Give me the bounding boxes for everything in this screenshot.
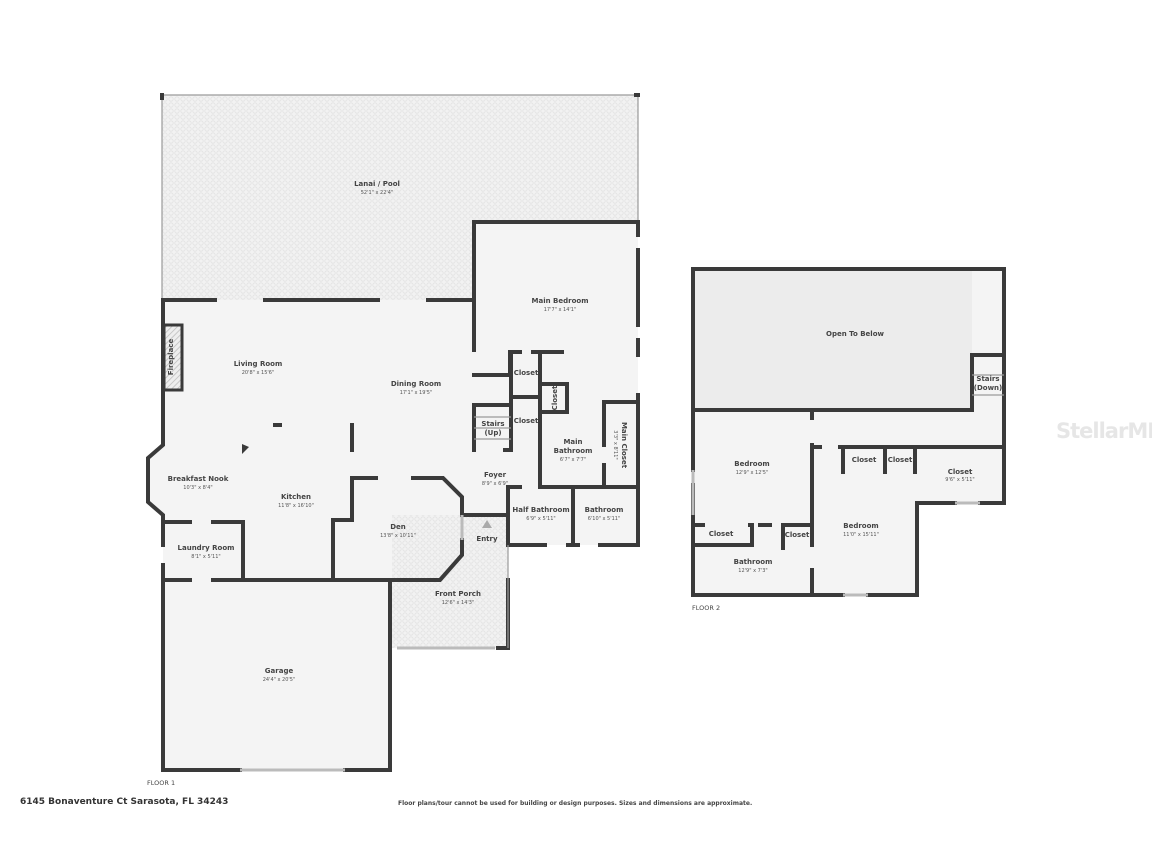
room-dims: 52'1" x 22'4" [361, 190, 394, 196]
room-dims: 17'1" x 19'5" [400, 390, 433, 396]
room-name: Closet [888, 456, 913, 464]
room-dims: 12'6" x 14'3" [442, 600, 475, 606]
room-name: Front Porch [435, 590, 481, 598]
room-name: Bedroom [734, 460, 769, 468]
room-dims: 6'10" x 5'11" [588, 516, 621, 522]
room-name: Closet [514, 417, 539, 425]
room-name: Main Bedroom [532, 297, 589, 305]
room-name: Fireplace [167, 339, 175, 376]
room-dims: 24'4" x 20'5" [263, 677, 296, 683]
room-name: Open To Below [826, 330, 885, 338]
entry-arrow-icon [482, 520, 492, 528]
room-dims: 12'9" x 7'3" [738, 568, 767, 574]
room-name: Garage [265, 667, 294, 675]
room-dims: 8'9" x 6'9" [482, 481, 508, 487]
column-marker [242, 444, 249, 454]
room-name: Breakfast Nook [168, 475, 229, 483]
room-name: Living Room [234, 360, 283, 368]
room-name: Dining Room [391, 380, 441, 388]
room-name: Bedroom [843, 522, 878, 530]
room-name: Foyer [484, 471, 507, 479]
room-name: Bathroom [585, 506, 624, 514]
property-address: 6145 Bonaventure Ct Sarasota, FL 34243 [20, 797, 229, 807]
room-name: Bathroom [734, 558, 773, 566]
floor-1-interior [148, 222, 638, 580]
room-name: Main [563, 438, 582, 446]
room-name: Closet [514, 369, 539, 377]
room-name: Closet [551, 385, 559, 410]
room-sub: (Up) [484, 429, 501, 437]
room-name: Closet [785, 531, 810, 539]
room-dims: 17'7" x 14'1" [544, 307, 577, 313]
room-name: Den [390, 523, 406, 531]
room-name: Lanai / Pool [354, 180, 400, 188]
room-name: Closet [709, 530, 734, 538]
room-dims: 6'9" x 5'11" [526, 516, 555, 522]
garage-area [163, 580, 390, 770]
room-name: Main Closet [620, 422, 628, 469]
floor-1-label: FLOOR 1 [147, 779, 175, 787]
disclaimer: Floor plans/tour cannot be used for buil… [398, 800, 753, 807]
room-sub: (Down) [974, 384, 1002, 392]
floor-2-label: FLOOR 2 [692, 604, 720, 612]
watermark-logo: StellarMLS [1056, 419, 1152, 443]
room-dims: 11'8" x 16'10" [278, 503, 314, 509]
room-dims: 20'8" x 15'6" [242, 370, 275, 376]
room-dims: 9'6" x 5'11" [945, 477, 974, 483]
room-name: Stairs [976, 375, 999, 383]
room-dims: 13'8" x 10'11" [380, 533, 416, 539]
room-name: Entry [476, 535, 498, 543]
room-dims: 12'9" x 12'5" [736, 470, 769, 476]
room-dims: 3'3" x 8'11" [612, 430, 618, 459]
room-name: Half Bathroom [512, 506, 569, 514]
room-name: Laundry Room [178, 544, 235, 552]
room-dims: 10'3" x 8'4" [183, 485, 212, 491]
room-dims: 11'0" x 15'11" [843, 532, 879, 538]
floor-2: Open To Below Stairs (Down) Bedroom 12'9… [691, 267, 1006, 612]
room-name: Kitchen [281, 493, 311, 501]
room-name: Bathroom [554, 447, 593, 455]
room-name: Stairs [481, 420, 504, 428]
floor-1: Lanai / Pool 52'1" x 22'4" Main Bedroom … [146, 93, 640, 787]
room-name: Closet [852, 456, 877, 464]
room-name: Closet [948, 468, 973, 476]
room-dims: 6'7" x 7'7" [560, 457, 586, 463]
room-dims: 8'1" x 5'11" [191, 554, 220, 560]
